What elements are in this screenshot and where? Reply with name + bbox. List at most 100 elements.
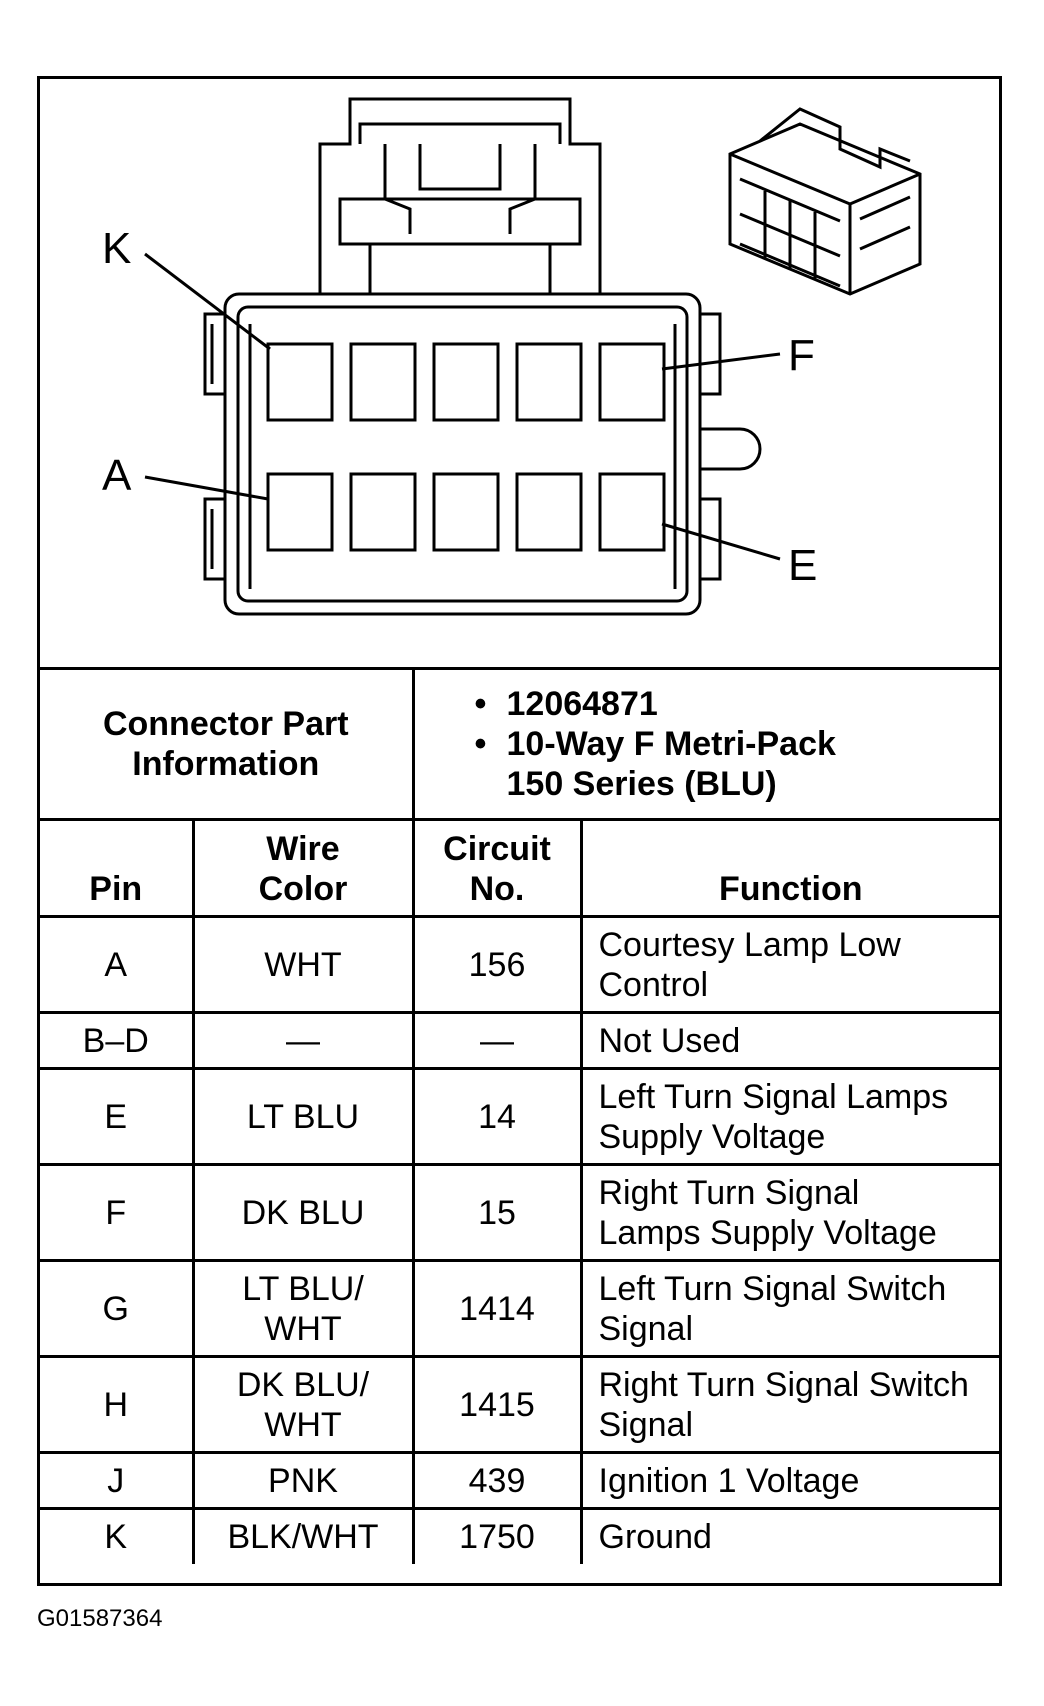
function-cell: Ignition 1 Voltage <box>579 1451 1000 1510</box>
wire-color-cell: DK BLU <box>191 1163 415 1262</box>
function-line2: Lamps Supply Voltage <box>598 1213 937 1252</box>
header-function: Function <box>579 818 1000 917</box>
wire-color-cell: — <box>191 1011 415 1070</box>
circuit-cell: 15 <box>411 1163 583 1262</box>
function-line1: Not Used <box>598 1021 741 1060</box>
function-line1: Left Turn Signal Lamps <box>598 1077 949 1116</box>
pin-cell: A <box>40 915 195 1014</box>
part-description-line1: 10-Way F Metri-Pack <box>475 724 1000 764</box>
pin-label: E <box>104 1097 128 1136</box>
pinout-table: Connector Part Information 12064871 10-W… <box>40 667 1000 1564</box>
header-circuit-no: Circuit No. <box>411 818 583 917</box>
circuit-number: 156 <box>468 945 526 984</box>
circuit-number: 1750 <box>459 1517 535 1556</box>
wire-color-line2: WHT <box>264 1405 342 1444</box>
header-wire-color-line1: Wire <box>266 830 340 868</box>
header-wire-color: Wire Color <box>191 818 415 917</box>
pin-cell: G <box>40 1259 195 1358</box>
wire-color-line1: DK BLU/ <box>236 1365 370 1404</box>
callout-label-f: F <box>788 331 815 380</box>
function-line1: Ignition 1 Voltage <box>598 1461 860 1500</box>
pin-label: G <box>102 1289 129 1328</box>
connector-figure-frame: K A F E Connector Part Information 12064… <box>37 76 1002 1586</box>
function-line1: Ground <box>598 1517 712 1556</box>
part-info-heading-line1: Connector Part <box>102 705 349 743</box>
callout-label-e: E <box>788 541 818 590</box>
wire-color-cell: BLK/WHT <box>191 1507 415 1564</box>
wire-color-cell: LT BLU <box>191 1067 415 1166</box>
circuit-number: 1414 <box>459 1289 535 1328</box>
header-circuit-line2: No. <box>469 870 525 908</box>
wire-color-line1: LT BLU/ <box>242 1269 364 1308</box>
pin-label: K <box>104 1517 128 1556</box>
part-number: 12064871 <box>475 684 1000 724</box>
part-description-line2: 150 Series (BLU) <box>506 765 777 803</box>
pin-cell: F <box>40 1163 195 1262</box>
circuit-cell: 1750 <box>411 1507 583 1564</box>
circuit-number: — <box>480 1021 514 1060</box>
function-line1: Right Turn Signal <box>598 1173 860 1212</box>
pin-label: H <box>103 1385 129 1424</box>
function-line2: Signal <box>598 1309 694 1348</box>
pin-label: F <box>105 1193 127 1232</box>
pin-label: B–D <box>82 1021 149 1060</box>
function-line2: Control <box>598 965 709 1004</box>
circuit-number: 14 <box>478 1097 516 1136</box>
circuit-number: 15 <box>478 1193 516 1232</box>
part-info-heading-line2: Information <box>132 745 320 783</box>
wire-color-line1: WHT <box>264 945 342 984</box>
wire-color-line1: — <box>286 1021 320 1060</box>
function-cell: Not Used <box>579 1011 1000 1070</box>
function-cell: Ground <box>579 1507 1000 1564</box>
wire-color-line1: DK BLU <box>241 1193 365 1232</box>
function-line1: Right Turn Signal Switch <box>598 1365 969 1404</box>
connector-diagram: K A F E <box>40 79 999 669</box>
callout-label-a: A <box>102 451 132 500</box>
circuit-cell: 156 <box>411 915 583 1014</box>
part-info-heading: Connector Part Information <box>40 667 415 821</box>
pin-cell: K <box>40 1507 195 1564</box>
pin-label: J <box>107 1461 125 1500</box>
part-info-details: 12064871 10-Way F Metri-Pack 150 Series … <box>411 667 1000 821</box>
part-info-row: Connector Part Information 12064871 10-W… <box>40 667 1000 821</box>
function-line1: Courtesy Lamp Low <box>598 925 901 964</box>
wire-color-cell: LT BLU/WHT <box>191 1259 415 1358</box>
wire-color-line2: WHT <box>264 1309 342 1348</box>
pin-cell: E <box>40 1067 195 1166</box>
header-wire-color-line2: Color <box>258 870 348 908</box>
function-line1: Left Turn Signal Switch <box>598 1269 947 1308</box>
wire-color-cell: WHT <box>191 915 415 1014</box>
wire-color-line1: BLK/WHT <box>227 1517 379 1556</box>
callout-label-k: K <box>102 224 132 273</box>
circuit-cell: 439 <box>411 1451 583 1510</box>
pin-cell: H <box>40 1355 195 1454</box>
connector-face-drawing <box>144 97 922 616</box>
pin-label: A <box>104 945 128 984</box>
wire-color-cell: DK BLU/WHT <box>191 1355 415 1454</box>
circuit-cell: — <box>411 1011 583 1070</box>
header-pin: Pin <box>40 818 195 917</box>
circuit-cell: 1414 <box>411 1259 583 1358</box>
circuit-cell: 1415 <box>411 1355 583 1454</box>
pin-cell: B–D <box>40 1011 195 1070</box>
circuit-cell: 14 <box>411 1067 583 1166</box>
table-row: K BLK/WHT 1750 Ground <box>40 1507 1000 1564</box>
circuit-number: 439 <box>468 1461 526 1500</box>
circuit-number: 1415 <box>459 1385 535 1424</box>
wire-color-line1: PNK <box>268 1461 338 1500</box>
header-circuit-line1: Circuit <box>443 830 551 868</box>
wire-color-line1: LT BLU <box>246 1097 360 1136</box>
table-row: B–D — — Not Used <box>40 1011 1000 1070</box>
function-line2: Supply Voltage <box>598 1117 826 1156</box>
